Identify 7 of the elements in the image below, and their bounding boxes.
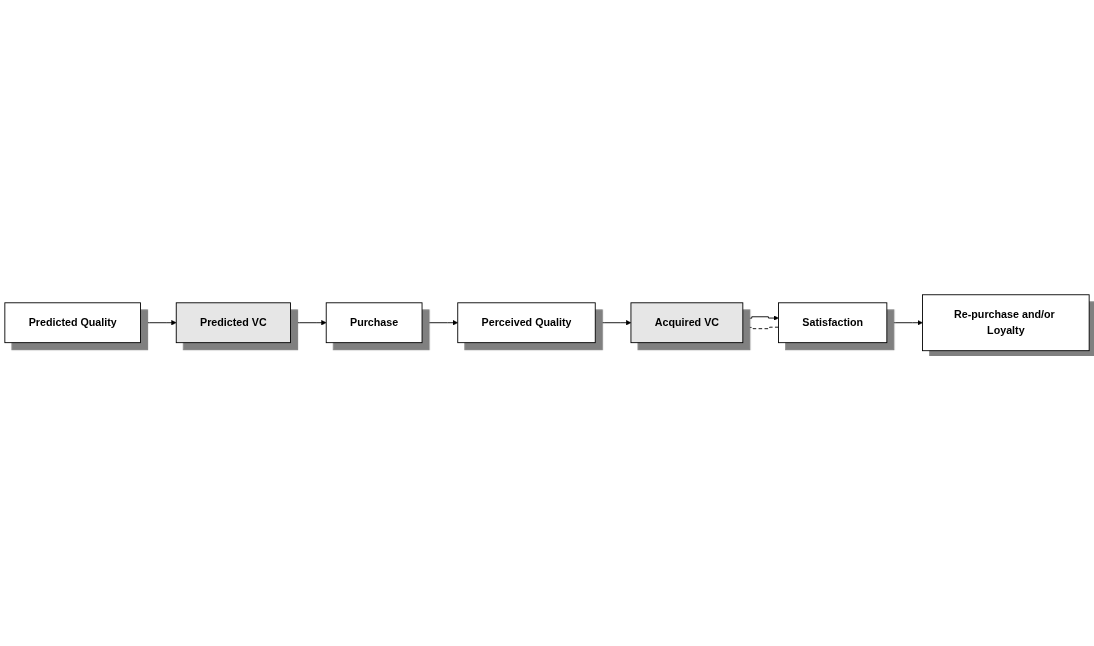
node-box: Purchase	[325, 302, 423, 344]
node-box: Acquired VC	[630, 302, 744, 344]
node-box: Re-purchase and/or Loyalty	[922, 294, 1090, 352]
node-box: Predicted VC	[175, 302, 291, 344]
node-box: Predicted Quality	[4, 302, 141, 344]
node-box: Perceived Quality	[457, 302, 596, 344]
node-box: Satisfaction	[778, 302, 888, 344]
